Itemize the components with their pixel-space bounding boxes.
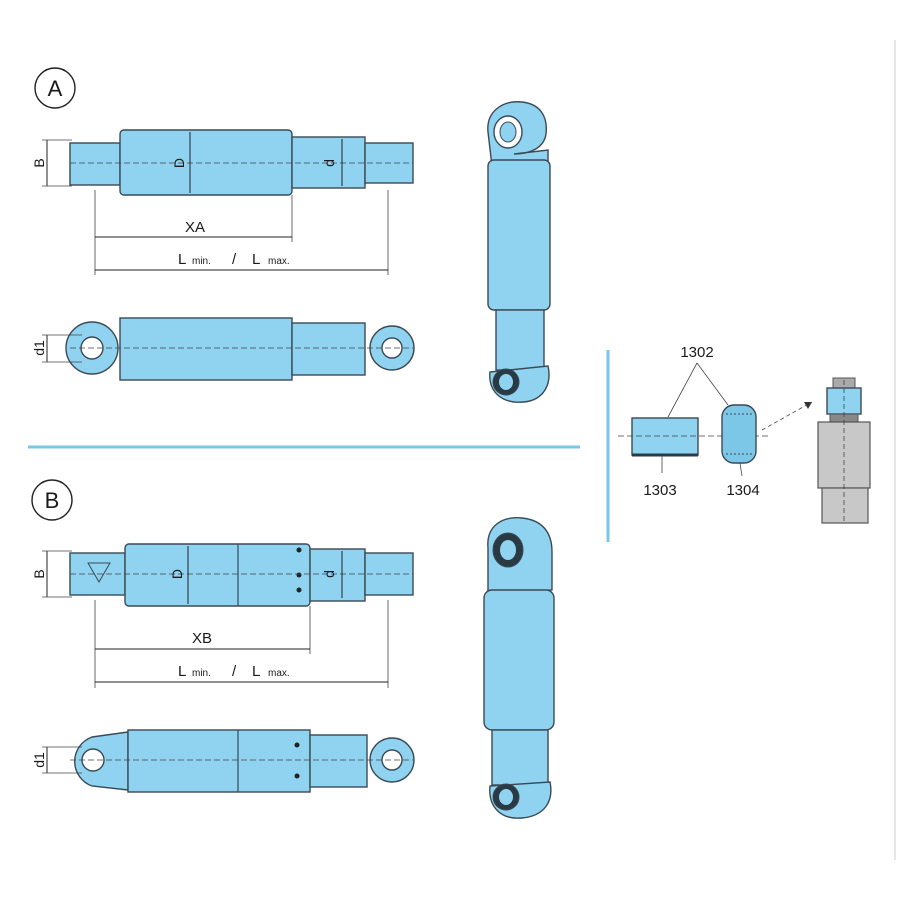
variant-a-side-view: B D d XA L min. / L max. — [31, 129, 414, 275]
variant-b-badge: B — [45, 488, 60, 513]
leader-1302-right — [696, 362, 729, 406]
a-b-label: B — [31, 158, 47, 167]
a-big-d-label: D — [171, 158, 187, 168]
b-lmin-sub: min. — [192, 668, 211, 679]
variant-b-section: B B D d — [31, 479, 555, 819]
a-lmin-sub: min. — [192, 256, 211, 267]
a-rod-tube — [291, 136, 366, 189]
b-small-d-label: d — [321, 570, 337, 578]
b-left-eye-marker — [87, 562, 111, 583]
a-top-body — [119, 317, 293, 381]
a-left-eye — [69, 142, 121, 186]
variant-a-badge: A — [48, 76, 63, 101]
a-lmax-label: L — [252, 251, 260, 268]
b-dot-2 — [296, 572, 302, 578]
b-3d-bottom-hole-inner — [499, 789, 513, 805]
a-xa-label: XA — [185, 219, 205, 236]
variant-b-side-view: B D d XB L min. / L max. — [31, 543, 414, 688]
a-3d-bottom-hole-inner — [499, 374, 513, 390]
b-top-rod — [309, 734, 368, 788]
b-slash: / — [232, 663, 237, 680]
bushing-1304 — [721, 404, 757, 464]
a-main-body — [119, 129, 293, 196]
b-lmax-label: L — [252, 663, 260, 680]
variant-a-top-view: d1 — [31, 317, 415, 381]
bushing-1303 — [631, 417, 699, 456]
bushing-set: 1302 1303 1304 — [618, 344, 871, 524]
label-1304: 1304 — [726, 482, 759, 499]
leader-1304 — [739, 462, 743, 477]
b-d1-label: d1 — [31, 752, 47, 768]
a-d1-label: d1 — [31, 340, 47, 356]
variant-a-badge-circle — [34, 67, 76, 109]
a-small-d-label: d — [321, 159, 337, 167]
a-lmin-label: L — [178, 251, 186, 268]
b-b-label: B — [31, 569, 47, 578]
b-top-dot-2 — [294, 773, 300, 779]
assembly-arrow-head — [804, 402, 812, 409]
leader-1302-left — [667, 362, 698, 418]
b-3d-top-hole-inner — [500, 540, 516, 560]
variant-b-badge-circle — [31, 479, 73, 521]
b-lmin-label: L — [178, 663, 186, 680]
b-3d-body — [483, 589, 555, 731]
b-top-body — [127, 729, 311, 793]
a-slash: / — [232, 251, 237, 268]
label-1302: 1302 — [680, 344, 713, 361]
assembly-lower — [821, 487, 869, 524]
b-top-dot-1 — [294, 742, 300, 748]
label-1303: 1303 — [643, 482, 676, 499]
variant-b-top-view: d1 — [31, 729, 415, 793]
b-lmax-sub: max. — [268, 668, 290, 679]
variant-a-3d-view — [487, 101, 551, 403]
b-3d-rod — [491, 729, 549, 786]
variant-b-3d-view — [483, 517, 555, 819]
a-3d-top-hole-inner — [499, 121, 517, 143]
b-dot-3 — [296, 587, 302, 593]
b-big-d-label: D — [169, 569, 185, 579]
b-xb-label: XB — [192, 630, 212, 647]
assembly-arrow — [761, 401, 813, 431]
a-top-rod — [291, 322, 366, 376]
a-lmax-sub: max. — [268, 256, 290, 267]
a-3d-body — [487, 159, 551, 311]
b-main-body — [124, 543, 311, 607]
variant-a-section: A B D d XA L — [31, 67, 551, 403]
b-dot-1 — [296, 547, 302, 553]
b-rod-tube — [309, 548, 366, 602]
a-3d-rod — [495, 309, 545, 371]
